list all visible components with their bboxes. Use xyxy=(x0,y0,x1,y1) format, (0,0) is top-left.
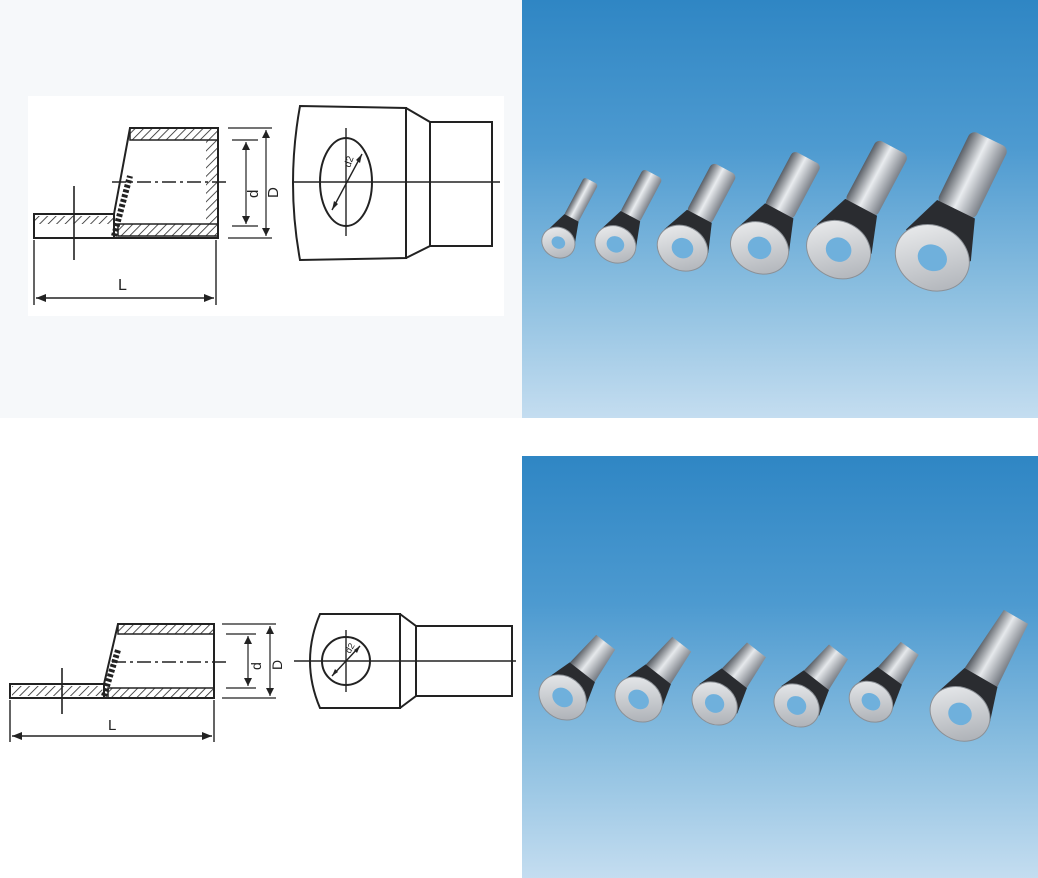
top-lug-2 xyxy=(594,169,662,264)
top-lug-row-illustration xyxy=(541,132,1007,292)
top-lug-6 xyxy=(894,132,1007,292)
bottom-drawing-panel: L d D d2 xyxy=(0,418,522,878)
bottom-dim-label-l: L xyxy=(108,717,116,734)
bottom-lug-2 xyxy=(614,636,692,723)
bottom-technical-drawing: L d D d2 xyxy=(9,613,516,742)
bottom-lug-row-illustration xyxy=(538,609,1029,742)
top-dim-label-l: L xyxy=(118,277,127,294)
top-technical-drawing: L d D d2 xyxy=(28,96,504,316)
top-lug-1 xyxy=(541,178,598,259)
top-lug-5 xyxy=(806,140,907,280)
top-lug-3 xyxy=(656,163,736,272)
top-dim-label-outer-d: D xyxy=(265,187,282,198)
bottom-lug-1 xyxy=(538,634,616,721)
bottom-lug-4 xyxy=(773,644,848,728)
top-product-photo xyxy=(522,0,1038,418)
bottom-lug-5 xyxy=(848,641,919,723)
bottom-dim-label-outer-d: D xyxy=(269,660,285,670)
top-dim-label-d: d xyxy=(245,190,262,198)
top-dim-label-stud-hole: d2 xyxy=(342,154,356,169)
bottom-lug-3 xyxy=(691,642,766,726)
bottom-lug-6 xyxy=(929,609,1029,742)
top-drawing-panel: L d D d2 xyxy=(0,0,522,418)
bottom-product-photo xyxy=(522,456,1038,878)
bottom-dim-label-stud-hole: d2 xyxy=(343,641,357,655)
bottom-dim-label-d: d xyxy=(248,662,264,670)
top-lug-4 xyxy=(730,152,820,275)
